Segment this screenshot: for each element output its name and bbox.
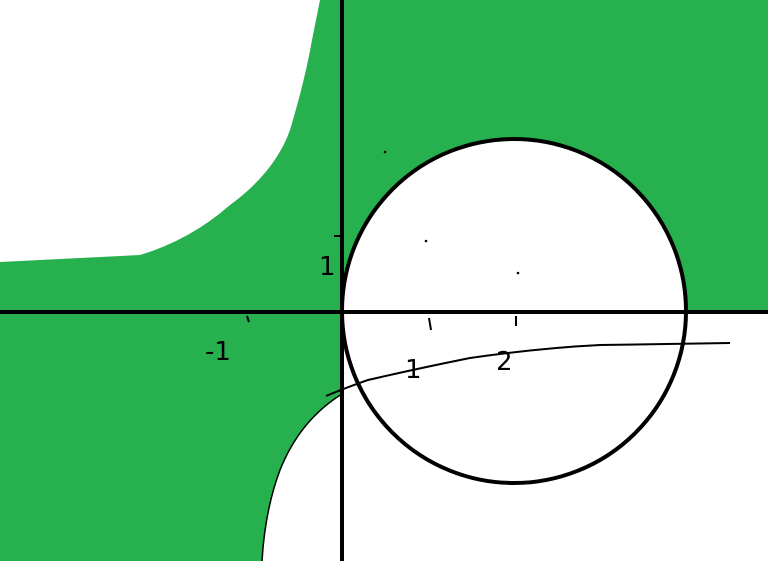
x-tick-label-1: 1	[405, 355, 422, 385]
tick-x-neg1	[246, 315, 250, 323]
x-tick-label-neg1: -1	[205, 337, 231, 367]
shaded-region-lower-left	[0, 312, 342, 561]
tick-x-1	[428, 317, 432, 331]
stray-dots	[383, 150, 520, 275]
dot	[516, 271, 520, 275]
y-tick-label-1: 1	[319, 252, 336, 282]
shaded-region-upper-right	[342, 0, 768, 312]
tick-marks	[246, 235, 517, 331]
dot	[383, 150, 387, 154]
hyperbola-branch-right	[325, 342, 731, 397]
hyperbola-branch-lower-edge	[261, 393, 343, 561]
x-tick-label-2: 2	[496, 347, 513, 377]
dot	[424, 239, 428, 243]
shaded-region-upper-left	[0, 0, 342, 312]
